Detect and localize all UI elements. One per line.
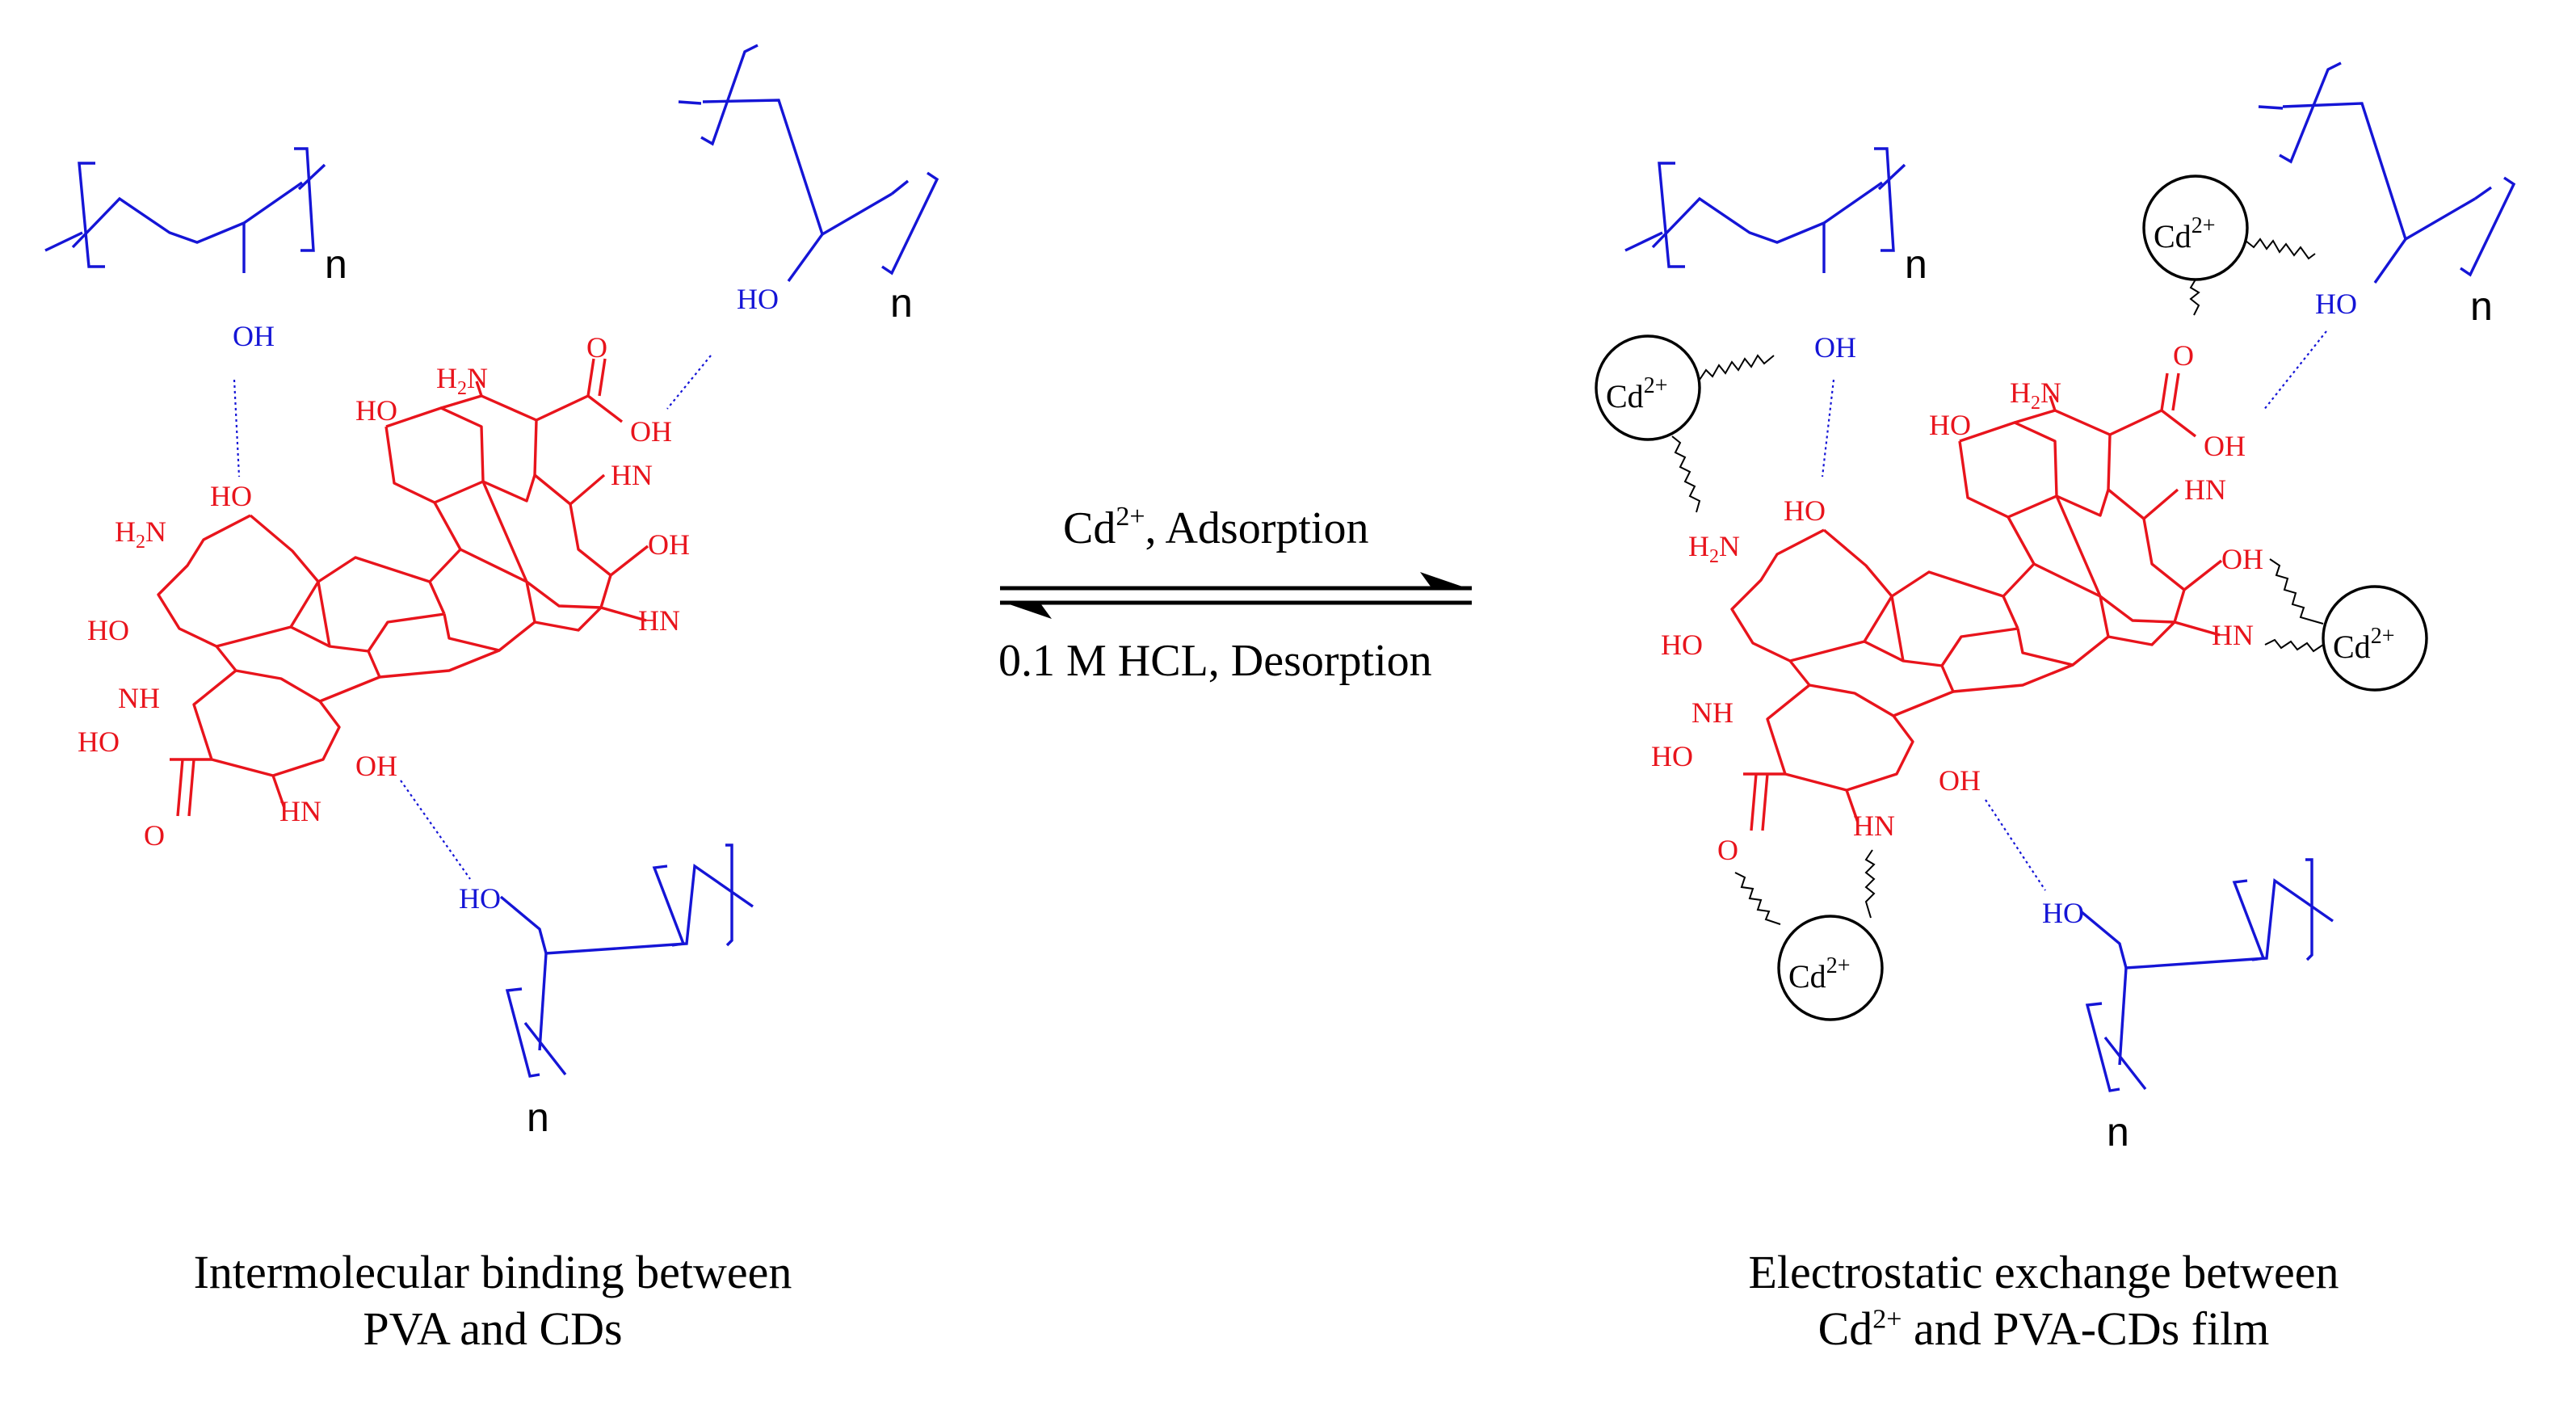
pva-oh-label: OH <box>233 320 275 352</box>
cd-ho-label: HO <box>1784 494 1826 527</box>
cd-hn-label: HN <box>2212 619 2254 651</box>
cd-oh-label: OH <box>648 528 690 561</box>
pva-ho-label: HO <box>2315 288 2357 320</box>
repeat-n-label: n <box>1905 242 1927 287</box>
svg-text:Cd2+: Cd2+ <box>2154 213 2215 254</box>
cd-hn-label: HN <box>638 604 680 637</box>
left-structure: n OH n HO n HO <box>44 44 939 1140</box>
repeat-n-label: n <box>325 242 347 287</box>
carbon-dot-skeleton <box>157 357 649 818</box>
cd-h2n-label: H2N <box>115 515 166 553</box>
pva-chain <box>44 147 326 273</box>
cd-ho-label: HO <box>210 480 252 512</box>
cd-oh-label: OH <box>355 750 397 782</box>
cd-ho-label: HO <box>1929 409 1971 441</box>
left-caption: Intermolecular binding between PVA and C… <box>113 1244 872 1357</box>
hydrogen-bond <box>233 355 712 880</box>
carbon-dot-skeleton <box>1730 372 2223 832</box>
svg-text:Cd2+: Cd2+ <box>2333 624 2394 665</box>
cd-ho-label: HO <box>1651 740 1693 772</box>
pva-chain <box>499 843 754 1078</box>
cd-nh-label: NH <box>118 682 160 714</box>
cd-ion: Cd2+ <box>1777 915 1884 1021</box>
forward-condition: Cd2+, Adsorption <box>1063 502 1368 553</box>
cd-h2n-label: H2N <box>436 362 488 399</box>
cd-h2n-label: H2N <box>2010 376 2061 414</box>
repeat-n-label: n <box>890 280 913 326</box>
pva-ho-label: HO <box>737 283 779 315</box>
pva-oh-label: OH <box>1814 331 1856 364</box>
cd-hn-label: HN <box>2184 473 2226 506</box>
cd-ho-label: HO <box>355 394 397 427</box>
cd-ion: Cd2+ <box>2142 175 2249 281</box>
cd-ion: Cd2+ <box>2322 585 2428 692</box>
equilibrium-arrows: Cd2+, Adsorption 0.1 M HCL, Desorption <box>998 502 1472 686</box>
cd-o-label: O <box>2173 339 2194 372</box>
left-caption-line2: PVA and CDs <box>363 1302 623 1355</box>
carbon-dot-labels: HO H2N HO NH HO O HN OH HO H2N O OH HN O… <box>78 331 690 852</box>
left-caption-line1: Intermolecular binding between <box>193 1246 792 1298</box>
cd-oh-label: OH <box>2204 430 2246 462</box>
cd-oh-label: OH <box>2221 543 2263 575</box>
cd-oh-label: OH <box>630 415 672 448</box>
cd-o-label: O <box>586 331 607 364</box>
repeat-n-label: n <box>2107 1109 2129 1155</box>
pva-chain <box>678 44 939 282</box>
right-caption: Electrostatic exchange between Cd2+ and … <box>1664 1244 2423 1357</box>
cd-hn-label: HN <box>1853 810 1895 842</box>
svg-text:Cd2+: Cd2+ <box>1606 373 1667 414</box>
right-structure: n OH n HO n HO <box>1595 61 2516 1155</box>
cd-hn-label: HN <box>279 795 321 827</box>
right-caption-line1: Electrostatic exchange between <box>1748 1246 2339 1298</box>
repeat-n-label: n <box>527 1095 549 1140</box>
cd-ho-label: HO <box>78 726 120 758</box>
pva-chain <box>1624 147 1906 273</box>
carbon-dot-labels: HO H2N HO NH HO O HN OH HO H2N O OH HN O… <box>1651 339 2263 866</box>
cd-ho-label: HO <box>87 614 129 646</box>
reverse-condition: 0.1 M HCL, Desorption <box>998 636 1432 686</box>
cd-hn-label: HN <box>611 459 653 491</box>
pva-chain <box>2079 858 2334 1092</box>
pva-ho-label: HO <box>459 882 501 915</box>
cd-ho-label: HO <box>1661 629 1703 661</box>
cd-nh-label: NH <box>1691 696 1733 729</box>
cd-h2n-label: H2N <box>1688 530 1740 567</box>
repeat-n-label: n <box>2470 284 2493 329</box>
pva-ho-label: HO <box>2042 897 2084 929</box>
cd-ion: Cd2+ <box>1595 334 1701 441</box>
cd-o-label: O <box>144 819 165 852</box>
cd-oh-label: OH <box>1939 764 1981 797</box>
hydrogen-bond <box>1821 330 2327 891</box>
pva-chain <box>2258 61 2516 284</box>
right-caption-line2: Cd2+ and PVA-CDs film <box>1817 1302 2270 1355</box>
cd-o-label: O <box>1717 834 1738 866</box>
electrostatic-bond <box>1671 238 2324 925</box>
svg-text:Cd2+: Cd2+ <box>1788 953 1850 995</box>
